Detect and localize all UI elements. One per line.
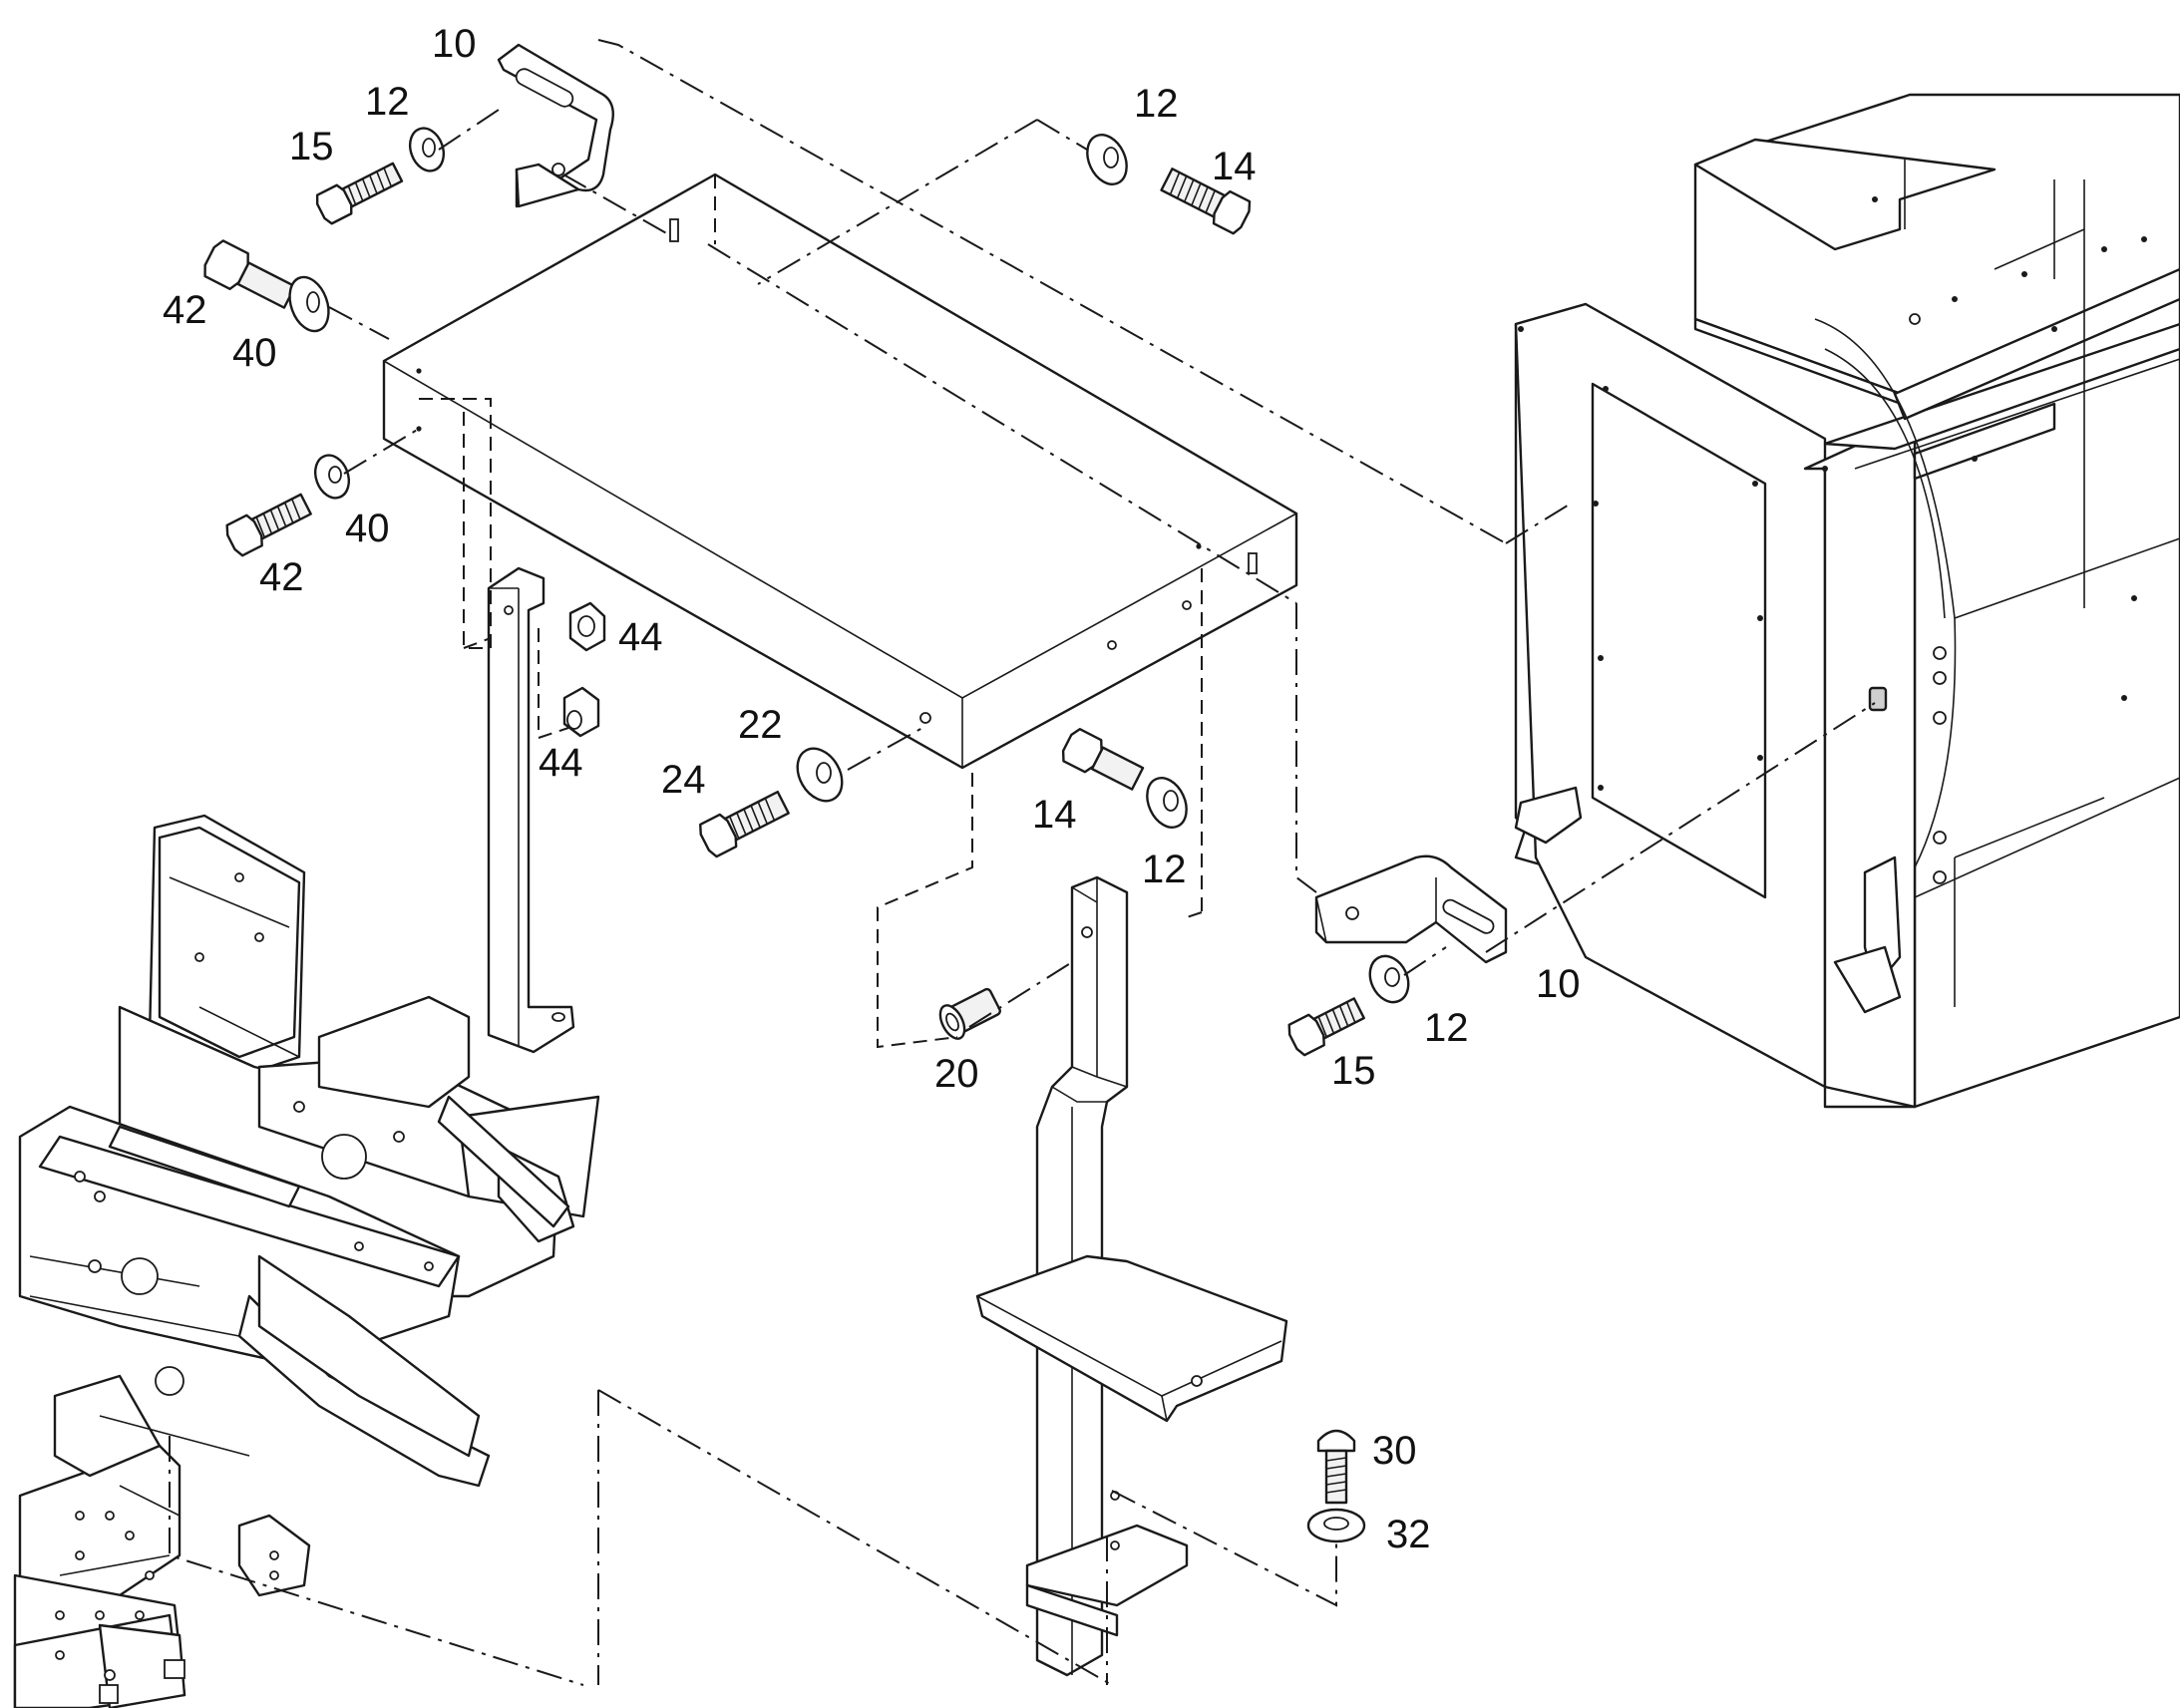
callout-washer-right: 12: [1424, 1006, 1469, 1050]
callout-nut-lower: 44: [539, 741, 583, 785]
bolt-24: [699, 790, 790, 858]
washer-12-right: [1368, 954, 1410, 1004]
callout-washer-upper-left: 40: [232, 331, 277, 375]
washer-12-center-right: [1146, 777, 1188, 829]
callout-bracket-top: 10: [432, 22, 477, 66]
callout-washer-top-left: 12: [365, 80, 410, 124]
bracket-right: [1314, 854, 1508, 964]
cab-frame-assembly: [1514, 93, 2180, 1109]
callout-washer-center-right: 12: [1142, 848, 1187, 891]
callout-bolt-upper-left: 42: [163, 288, 207, 332]
bolt-14-top-right: [1160, 168, 1252, 235]
bolt-15-top: [315, 162, 404, 225]
callout-nut-upper: 44: [618, 615, 663, 659]
callout-bracket-right: 10: [1536, 962, 1581, 1006]
callout-washer-center: 22: [738, 703, 783, 747]
callout-washer-lower: 32: [1386, 1513, 1431, 1556]
callout-bolt-top-left: 15: [289, 125, 334, 169]
washer-32: [1306, 1508, 1366, 1543]
chassis-frame-assembly: [13, 814, 600, 1708]
washer-12-top-right: [1086, 134, 1128, 185]
callout-bolt-lower: 30: [1372, 1429, 1417, 1473]
callout-bolt-right: 15: [1331, 1049, 1376, 1093]
bolt-15-right: [1287, 997, 1365, 1057]
assembly-lines: [169, 39, 1876, 1686]
access-panel: [1591, 382, 1767, 899]
callout-bolt-mid-left: 42: [259, 555, 304, 599]
washer-22: [796, 747, 844, 803]
callout-bolt-center: 24: [661, 758, 706, 802]
bracket-top: [497, 43, 614, 208]
callout-labels: 10 12 15 12 14 42 40 40 42 44 44 22 24 1…: [163, 22, 1581, 1556]
top-plate: [382, 172, 1298, 770]
washer-40-upper: [288, 275, 330, 333]
callout-bolt-top-right: 14: [1212, 145, 1257, 188]
nut-44-upper: [568, 601, 606, 652]
bolt-42-mid: [225, 493, 312, 557]
bolt-30: [1316, 1429, 1356, 1505]
bushing-20: [938, 987, 1001, 1040]
bolt-14-center-right: [1061, 728, 1145, 791]
callout-washer-top-right: 12: [1134, 82, 1179, 126]
frame-holes: [1518, 196, 2147, 884]
washer-40-mid: [313, 454, 351, 500]
support-strap: [487, 566, 575, 1054]
callout-washer-mid-left: 40: [345, 507, 390, 550]
chassis-holes: [55, 872, 434, 1704]
step-post: [975, 875, 1288, 1677]
callout-bushing: 20: [934, 1052, 979, 1096]
bolt-42-upper: [203, 239, 297, 309]
washer-12-top: [408, 127, 446, 172]
callout-bolt-center-right: 14: [1032, 793, 1077, 837]
nut-44-lower: [562, 686, 600, 738]
